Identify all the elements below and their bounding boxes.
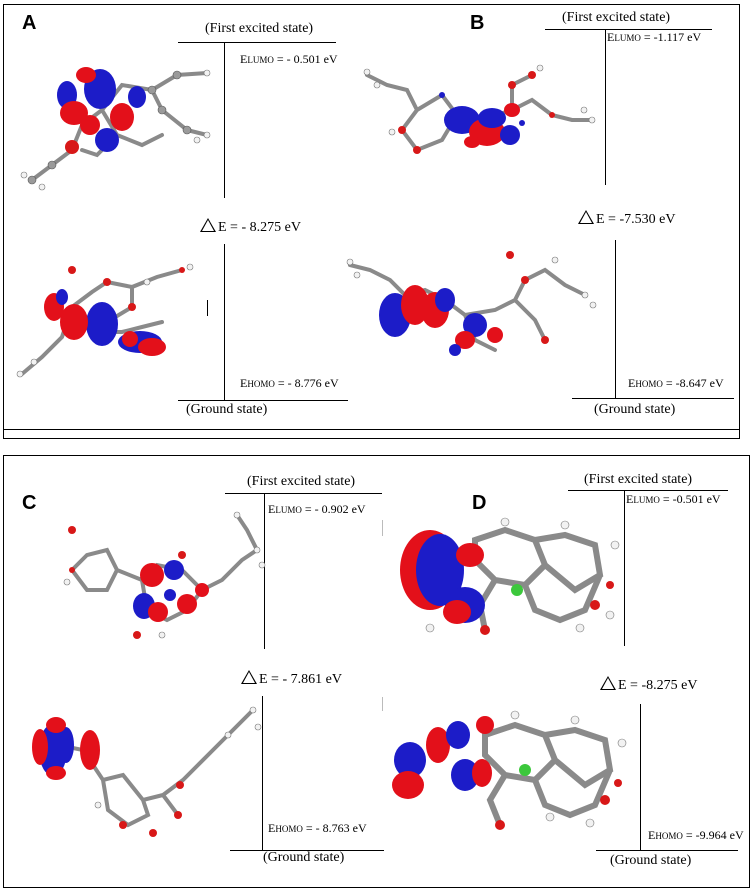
panel-c-lumo-energy: ELUMO = - 0.902 eV	[268, 502, 366, 516]
panel-d-energy-axis-top	[624, 490, 625, 646]
panel-b-energy-axis-top	[605, 29, 606, 185]
panel-b-energy-axis-bottom	[615, 240, 616, 398]
panel-c-first-excited-label: (First excited state)	[247, 474, 356, 489]
panel-b-homo-level	[572, 398, 734, 399]
panel-b-first-excited-label: (First excited state)	[562, 10, 671, 25]
panel-label-b: B	[470, 12, 485, 34]
panel-d-energy-axis-bottom	[640, 704, 641, 850]
panel-b-lumo-energy: ELUMO = -1.117 eV	[607, 30, 702, 44]
panel-c-lumo-molecule	[63, 511, 266, 639]
panel-b-lumo-level	[545, 29, 712, 30]
panel-d-lumo-energy: ELUMO = -0.501 eV	[626, 492, 721, 506]
panel-a-energy-axis-top	[224, 42, 225, 198]
panel-c-energy-axis-top	[264, 493, 265, 649]
panel-b-homo-molecule	[346, 251, 597, 356]
panel-d-homo-energy: EHOMO = -9.964 eV	[648, 828, 744, 842]
panel-c-energy-axis-bottom	[262, 696, 263, 850]
panel-c-energy-gap: E = - 7.861 eV	[241, 670, 342, 688]
panel-c-ground-label: (Ground state)	[263, 850, 345, 865]
panel-a-lumo-molecule	[20, 67, 211, 191]
panel-a-small-tick	[207, 300, 208, 316]
panel-c-homo-energy: EHOMO = - 8.763 eV	[268, 821, 367, 835]
panel-b-energy-gap: E = -7.530 eV	[578, 210, 675, 228]
panel-d-energy-gap: E = -8.275 eV	[600, 676, 697, 694]
panel-a-homo-level	[178, 400, 348, 401]
panel-b-lumo-molecule	[363, 64, 596, 154]
panel-a-lumo-level	[178, 42, 336, 43]
delta-triangle-icon	[241, 670, 257, 684]
panel-label-c: C	[22, 492, 37, 514]
panel-d-homo-molecule	[392, 710, 627, 830]
panel-b-ground-label: (Ground state)	[594, 402, 676, 417]
panel-d-tiny-annotation-1	[382, 520, 411, 536]
panel-a-homo-energy: EHOMO = - 8.776 eV	[240, 376, 339, 390]
panel-d-first-excited-label: (First excited state)	[584, 472, 693, 487]
panel-b-homo-energy: EHOMO = -8.647 eV	[628, 376, 724, 390]
top-figure-frame	[3, 4, 740, 439]
panel-label-a: A	[22, 12, 37, 34]
bottom-figure-frame	[3, 455, 750, 888]
delta-triangle-icon	[600, 676, 616, 690]
panel-d-tiny-annotation-2	[382, 697, 411, 711]
panel-a-lumo-energy: ELUMO = - 0.501 eV	[240, 52, 338, 66]
panel-a-first-excited-label: (First excited state)	[205, 21, 314, 36]
delta-triangle-icon	[200, 218, 216, 232]
panel-d-homo-level	[596, 850, 738, 851]
panel-label-d: D	[472, 492, 487, 514]
panel-a-energy-gap: E = - 8.275 eV	[200, 218, 301, 236]
panel-a-homo-molecule	[16, 263, 194, 378]
delta-triangle-icon	[578, 210, 594, 224]
panel-a-ground-label: (Ground state)	[186, 402, 268, 417]
panel-d-lumo-level	[568, 490, 728, 491]
panel-a-energy-axis-bottom	[224, 244, 225, 400]
panel-d-lumo-molecule	[400, 517, 620, 635]
panel-c-lumo-level	[225, 493, 382, 494]
panel-c-homo-level	[230, 850, 384, 851]
panel-c-homo-molecule	[32, 706, 262, 837]
panel-d-ground-label: (Ground state)	[610, 853, 692, 868]
